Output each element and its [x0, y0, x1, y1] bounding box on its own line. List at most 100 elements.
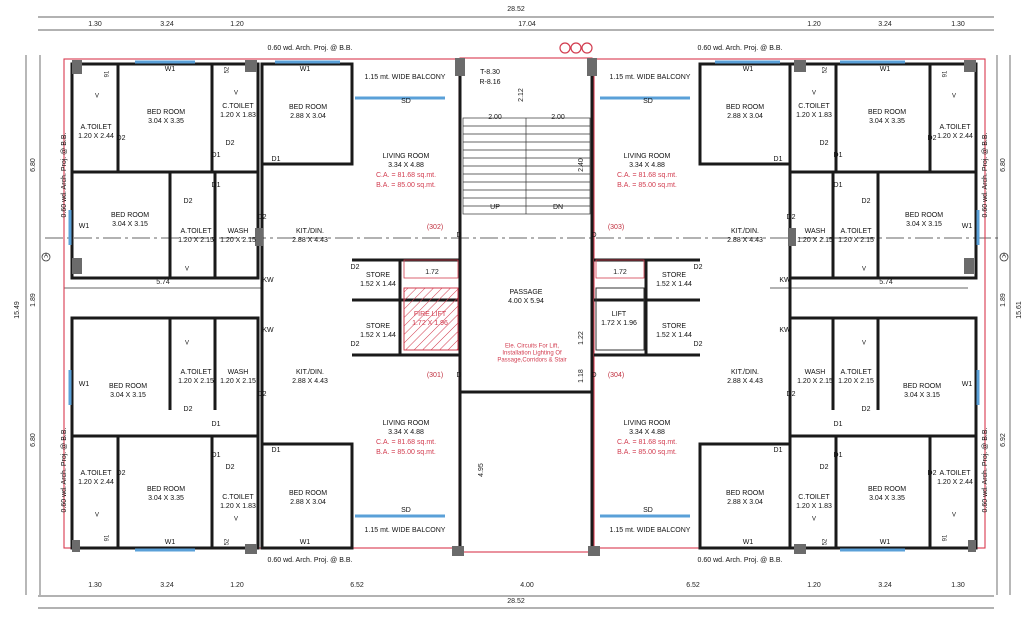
walls	[70, 58, 978, 552]
d2-bl-4: D2	[225, 463, 235, 471]
arch-proj-bottom-left: 0.60 wd. Arch. Proj. @ B.B.	[267, 556, 353, 564]
wash-dim-bl: 1.20 X 2.15	[220, 377, 256, 385]
d2-tl-1: D2	[116, 134, 126, 142]
kit-label-tr: KIT./DIN.	[730, 227, 760, 235]
balcony-bottom-right: 1.15 mt. WIDE BALCONY	[609, 526, 691, 534]
stair-t: T-8.30	[480, 68, 500, 76]
stair-v2: 2.40	[577, 158, 585, 172]
atoilet-dim-tl2: 1.20 X 2.15	[178, 236, 214, 244]
bedroom-c-dim-br: 3.04 X 3.15	[904, 391, 940, 399]
store-top-left-box	[403, 259, 459, 279]
sd-top-right: SD	[643, 97, 653, 105]
bedroom-c-dim-tl: 3.04 X 3.15	[112, 220, 148, 228]
arch-proj-bottom-right: 0.60 wd. Arch. Proj. @ B.B.	[697, 556, 783, 564]
w1-tr-2: W1	[879, 65, 891, 73]
bedroom-a-dim-tl: 3.04 X 3.35	[148, 117, 184, 125]
living-dim-303: 3.34 X 4.88	[629, 161, 665, 169]
passage-label: PASSAGE	[509, 288, 543, 296]
ctoilet-dim-tl: 1.20 X 1.83	[220, 111, 256, 119]
bedroom-b-label-tl: BED ROOM	[288, 103, 328, 111]
ba-303: B.A. = 85.00 sq.mt.	[617, 181, 677, 189]
bedroom-c-label-bl: BED ROOM	[108, 382, 148, 390]
arch-proj-top-right: 0.60 wd. Arch. Proj. @ B.B.	[697, 44, 783, 52]
atoilet-dim-br2: 1.20 X 2.44	[937, 478, 973, 486]
d2-tr-4: D2	[786, 213, 796, 221]
bedroom-a-dim-tr: 3.04 X 3.35	[869, 117, 905, 125]
dimension-lines	[25, 16, 1011, 609]
ba-302: B.A. = 85.00 sq.mt.	[376, 181, 436, 189]
w1-left-mid-2: W1	[78, 380, 90, 388]
sd-bottom-right: SD	[643, 506, 653, 514]
stair-r: R-8.16	[479, 78, 501, 86]
small-52-tr: 52	[822, 66, 829, 74]
small-91-bl: 91	[104, 534, 111, 542]
dim-bottom-c-right: 1.20	[807, 581, 821, 589]
dim-top-total: 28.52	[507, 5, 525, 13]
small-91-br: 91	[942, 534, 949, 542]
bedroom-b-dim-tr: 2.88 X 3.04	[727, 112, 763, 120]
wash-dim-tl: 1.20 X 2.15	[220, 236, 256, 244]
dim-top-b-right: 3.24	[878, 20, 892, 28]
living-dim-304: 3.34 X 4.88	[629, 428, 665, 436]
kw-br: KW	[779, 326, 791, 334]
w1-tl-1: W1	[164, 65, 176, 73]
v-bl-3: V	[233, 516, 239, 523]
arch-proj-left-upper: 0.60 wd. Arch. Proj. @ B.B.	[60, 132, 68, 218]
dim-bottom-total: 28.52	[507, 597, 525, 605]
d2-br-1: D2	[786, 390, 796, 398]
living-room-304: LIVING ROOM	[623, 419, 671, 427]
d1-tl-3: D1	[211, 181, 221, 189]
dim-axis-left: 5.74	[156, 278, 170, 286]
kit-label-br: KIT./DIN.	[730, 368, 760, 376]
bedroom-b-dim-br: 2.88 X 3.04	[727, 498, 763, 506]
kit-label-tl: KIT./DIN.	[295, 227, 325, 235]
fire-lift-label: FIRE LIFT	[413, 310, 447, 318]
living-dim-301: 3.34 X 4.88	[388, 428, 424, 436]
passage-dim: 4.00 X 5.94	[508, 297, 544, 305]
bedroom-c-label-tl: BED ROOM	[110, 211, 150, 219]
bedroom-c-dim-tr: 3.04 X 3.15	[906, 220, 942, 228]
w1-left-mid-1: W1	[78, 222, 90, 230]
arch-proj-left-lower: 0.60 wd. Arch. Proj. @ B.B.	[60, 427, 68, 513]
d2-tr-3: D2	[861, 197, 871, 205]
atoilet-dim-bl: 1.20 X 2.15	[178, 377, 214, 385]
store-dim-bl: 1.52 X 1.44	[360, 331, 396, 339]
ca-304: C.A. = 81.68 sq.mt.	[616, 438, 678, 446]
living-room-302: LIVING ROOM	[382, 152, 430, 160]
w1-bl-2: W1	[299, 538, 311, 546]
kit-dim-tl: 2.88 X 4.43	[292, 236, 328, 244]
ctoilet-label-tr: C.TOILET	[798, 102, 830, 110]
kit-dim-tr: 2.88 X 4.43	[727, 236, 763, 244]
bedroom-a-label-tl: BED ROOM	[146, 108, 186, 116]
atoilet-label-bl2: A.TOILET	[80, 469, 112, 477]
stair-dn: DN	[552, 203, 564, 211]
stair-up: UP	[490, 203, 500, 211]
dim-bottom-side-right: 6.52	[686, 581, 700, 589]
small-91-tl: 91	[104, 70, 111, 78]
w1-bl-1: W1	[164, 538, 176, 546]
atoilet-label-tl: A.TOILET	[80, 123, 112, 131]
d1-tr-3: D1	[833, 181, 843, 189]
fire-lift-hatch	[403, 287, 459, 351]
atoilet-label-bl: A.TOILET	[180, 368, 212, 376]
d2-bl-2: D2	[183, 405, 193, 413]
store-dim-br: 1.52 X 1.44	[656, 331, 692, 339]
bedroom-b-dim-tl: 2.88 X 3.04	[290, 112, 326, 120]
d1-br-1: D1	[833, 420, 843, 428]
bedroom-b-dim-bl: 2.88 X 3.04	[290, 498, 326, 506]
kit-dim-bl: 2.88 X 4.43	[292, 377, 328, 385]
d1-tr-2: D1	[833, 151, 843, 159]
balcony-bottom-left: 1.15 mt. WIDE BALCONY	[364, 526, 446, 534]
ctoilet-dim-tr: 1.20 X 1.83	[796, 111, 832, 119]
bedroom-c-dim-bl: 3.04 X 3.15	[110, 391, 146, 399]
d2-tl-4: D2	[257, 213, 267, 221]
d2-tr-1: D2	[819, 139, 829, 147]
wash-label-bl: WASH	[227, 368, 249, 376]
store-label-tl: STORE	[366, 271, 390, 279]
stair-v1: 2.12	[517, 88, 525, 102]
bedroom-b-label-br: BED ROOM	[725, 489, 765, 497]
kit-label-bl: KIT./DIN.	[295, 368, 325, 376]
flat-301: (301)	[426, 371, 444, 379]
store-dim-tl: 1.52 X 1.44	[360, 280, 396, 288]
